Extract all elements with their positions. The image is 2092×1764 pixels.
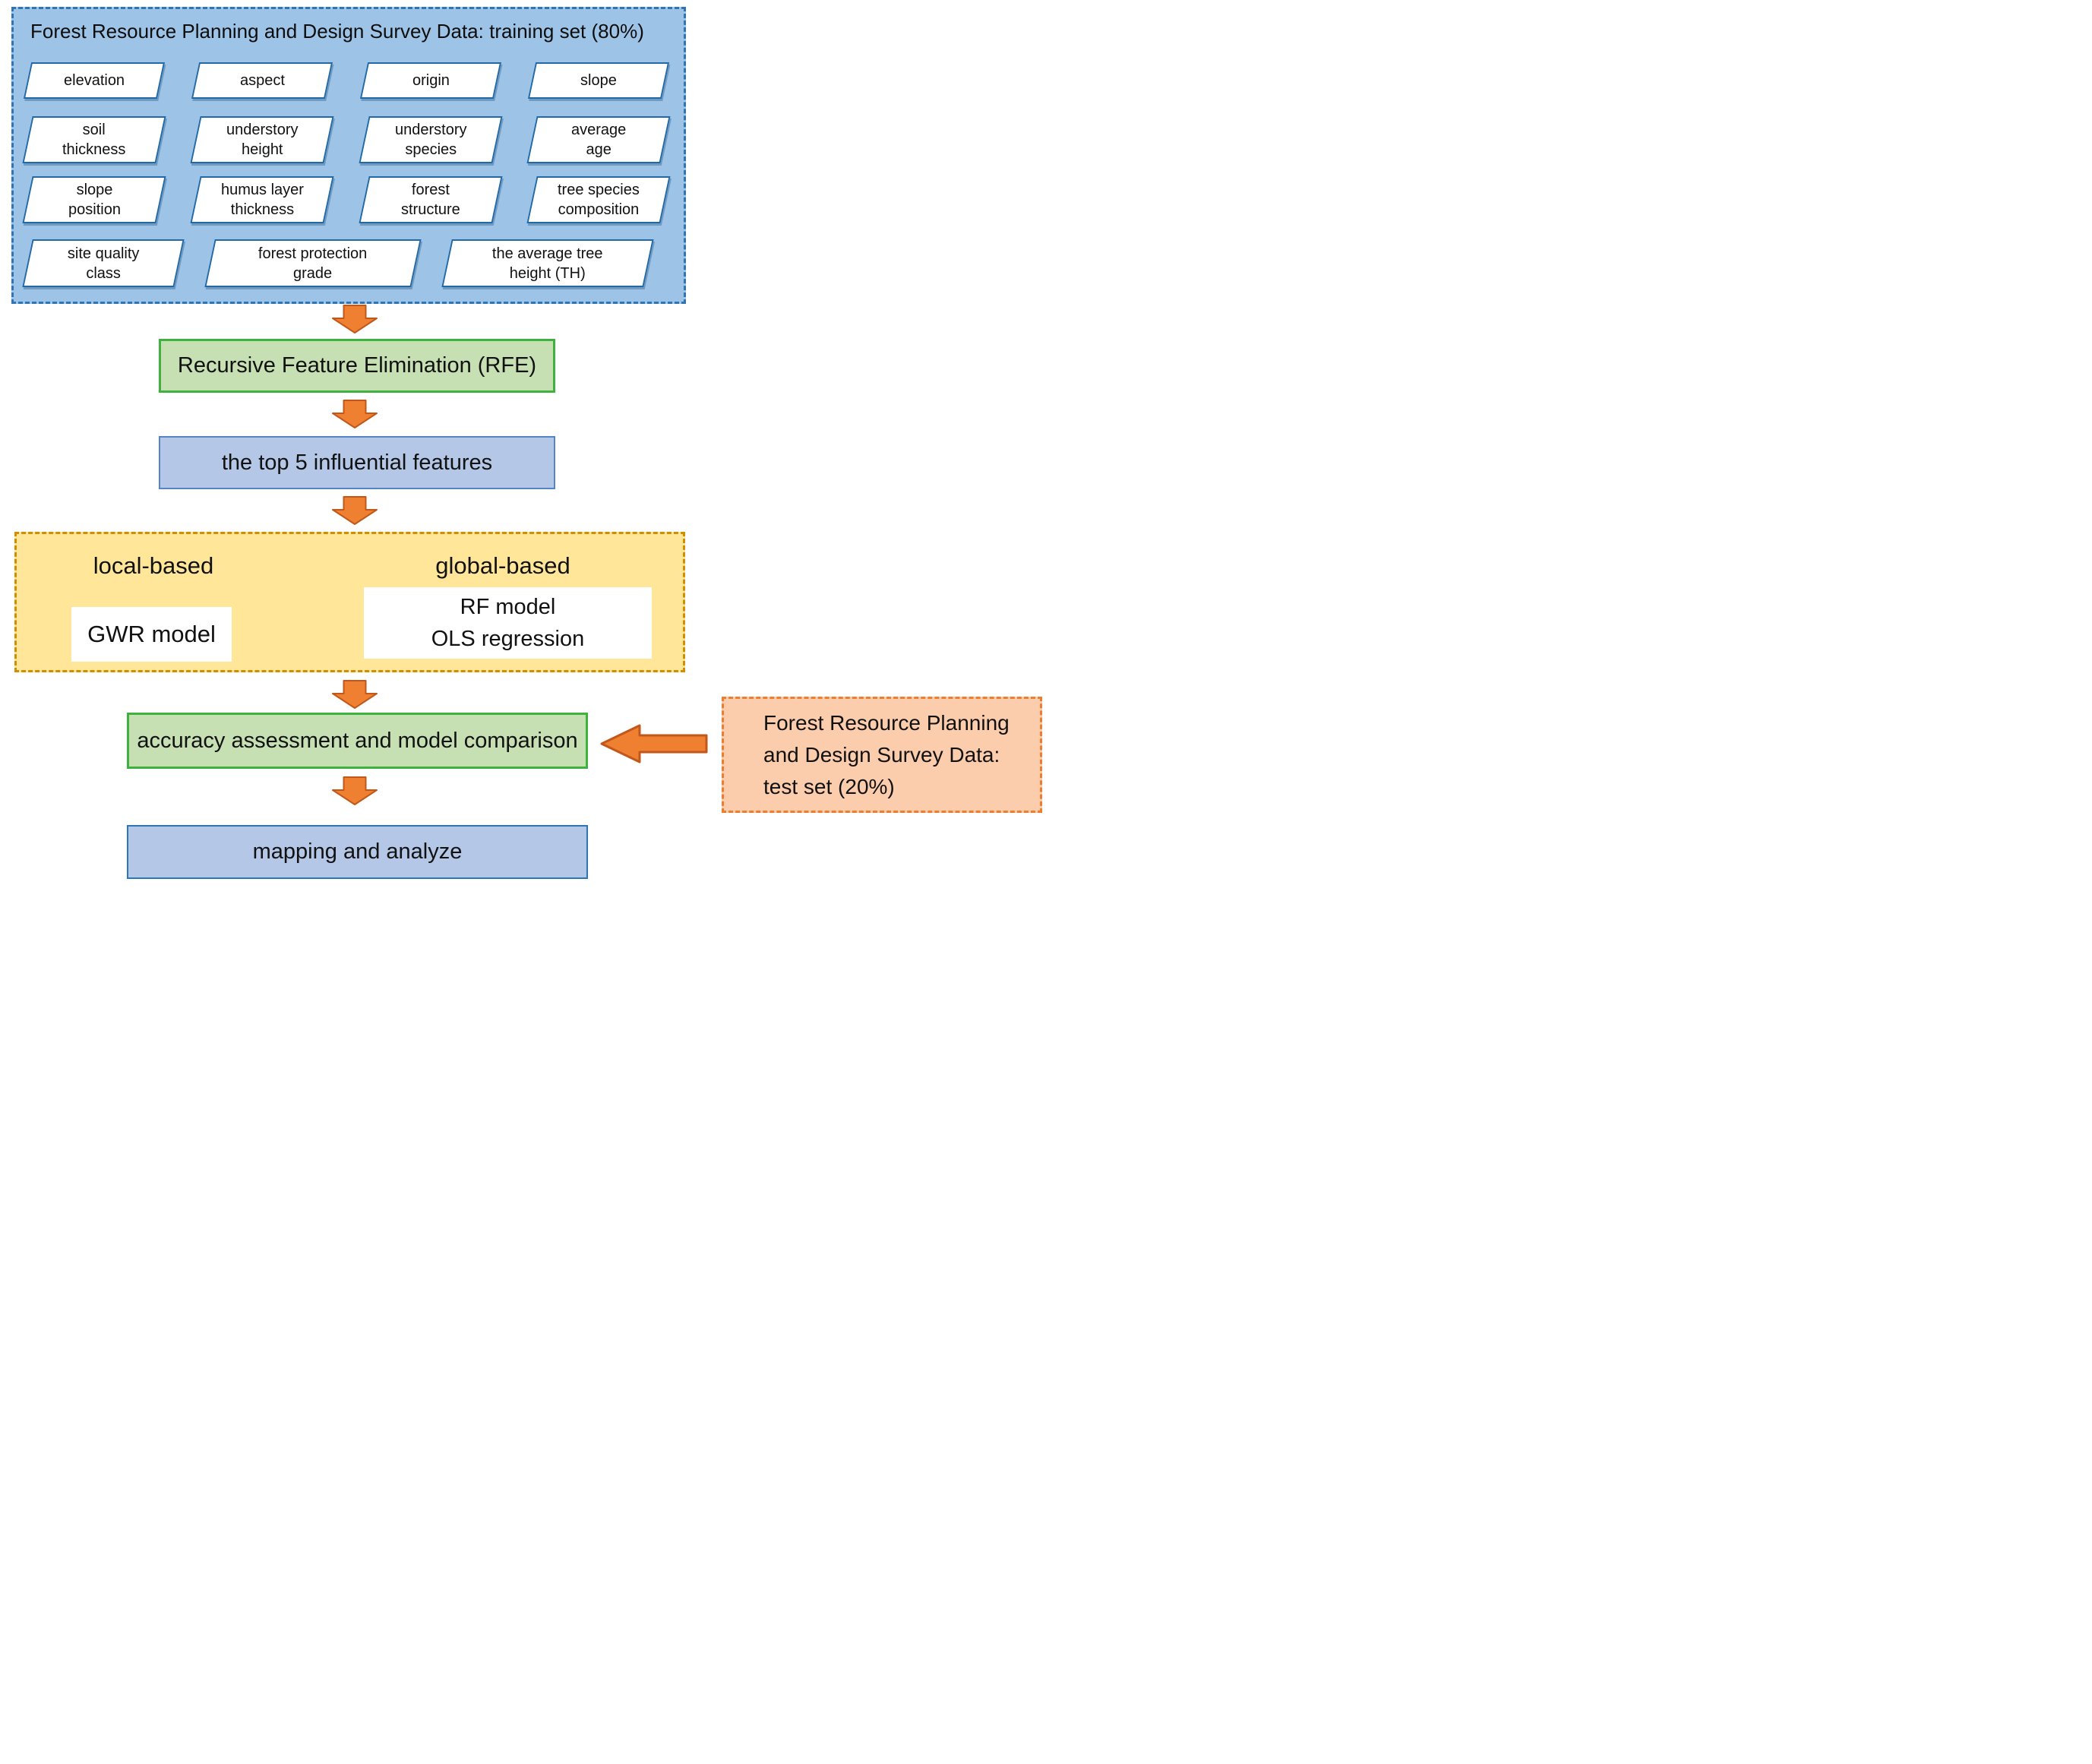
feature-label: forest structure <box>400 182 460 218</box>
global-models-box: RF model OLS regression <box>364 587 652 659</box>
arrow-down-icon <box>332 400 378 428</box>
accuracy-label: accuracy assessment and model comparison <box>137 728 578 753</box>
feature-parallelogram-forest-structure: forest structure <box>359 176 503 223</box>
feature-parallelogram-understory-species: understory species <box>359 116 503 163</box>
feature-parallelogram-soil-thickness: soil thickness <box>22 116 166 163</box>
feature-label: understory species <box>394 122 466 158</box>
feature-row-1: elevation aspect origin slope <box>23 62 670 99</box>
feature-label: understory height <box>226 122 299 158</box>
feature-label: slope <box>580 72 617 89</box>
top-features-label: the top 5 influential features <box>221 450 493 475</box>
arrow-down-icon <box>332 305 378 334</box>
global-based-label: global-based <box>435 552 570 579</box>
mapping-box: mapping and analyze <box>127 825 588 879</box>
test-data-panel: Forest Resource Planning and Design Surv… <box>722 697 1042 813</box>
rf-model-label: RF model <box>460 594 556 619</box>
rfe-box: Recursive Feature Elimination (RFE) <box>159 339 555 393</box>
training-panel-title: Forest Resource Planning and Design Surv… <box>30 20 644 43</box>
feature-parallelogram-average-age: average age <box>526 116 671 163</box>
feature-parallelogram-site-quality-class: site quality class <box>22 239 185 287</box>
feature-row-4: site quality class forest protection gra… <box>22 239 665 287</box>
arrow-left-icon <box>600 724 708 763</box>
feature-row-3: slope position humus layer thickness for… <box>22 176 671 223</box>
feature-parallelogram-tree-species-composition: tree species composition <box>526 176 671 223</box>
feature-label: average age <box>570 122 627 158</box>
feature-label: origin <box>412 72 450 89</box>
top-features-box: the top 5 influential features <box>159 436 555 489</box>
feature-parallelogram-humus-layer-thickness: humus layer thickness <box>190 176 334 223</box>
local-based-label: local-based <box>93 552 214 579</box>
feature-label: tree species composition <box>558 182 640 218</box>
feature-parallelogram-forest-protection-grade: forest protection grade <box>204 239 422 287</box>
feature-parallelogram-slope-position: slope position <box>22 176 166 223</box>
gwr-model-box: GWR model <box>71 607 232 662</box>
flowchart-figure: Forest Resource Planning and Design Surv… <box>0 0 1046 882</box>
test-panel-line: and Design Survey Data: <box>763 742 1000 767</box>
test-panel-line: Forest Resource Planning <box>763 710 1010 735</box>
feature-parallelogram-slope: slope <box>527 62 670 99</box>
feature-label: site quality class <box>67 245 140 282</box>
feature-label: elevation <box>63 72 125 89</box>
feature-parallelogram-average-tree-height: the average tree height (TH) <box>441 239 654 287</box>
feature-label: the average tree height (TH) <box>492 245 603 282</box>
feature-row-2: soil thickness understory height underst… <box>22 116 671 163</box>
models-panel: local-based global-based GWR model RF mo… <box>14 532 685 672</box>
feature-label: forest protection grade <box>258 245 368 282</box>
arrow-down-icon <box>332 776 378 805</box>
feature-parallelogram-understory-height: understory height <box>190 116 334 163</box>
gwr-model-label: GWR model <box>87 621 216 647</box>
accuracy-box: accuracy assessment and model comparison <box>127 713 588 769</box>
ols-regression-label: OLS regression <box>431 627 585 651</box>
arrow-down-icon <box>332 680 378 709</box>
feature-label: soil thickness <box>62 122 126 158</box>
training-data-panel: Forest Resource Planning and Design Surv… <box>11 7 686 304</box>
feature-label: slope position <box>68 182 121 218</box>
arrow-down-icon <box>332 496 378 525</box>
feature-label: humus layer thickness <box>220 182 304 218</box>
rfe-label: Recursive Feature Elimination (RFE) <box>177 353 537 378</box>
feature-parallelogram-aspect: aspect <box>191 62 333 99</box>
mapping-label: mapping and analyze <box>252 839 463 864</box>
feature-label: aspect <box>239 72 285 89</box>
test-panel-line: test set (20%) <box>763 774 895 798</box>
feature-parallelogram-elevation: elevation <box>23 62 166 99</box>
feature-parallelogram-origin: origin <box>359 62 501 99</box>
